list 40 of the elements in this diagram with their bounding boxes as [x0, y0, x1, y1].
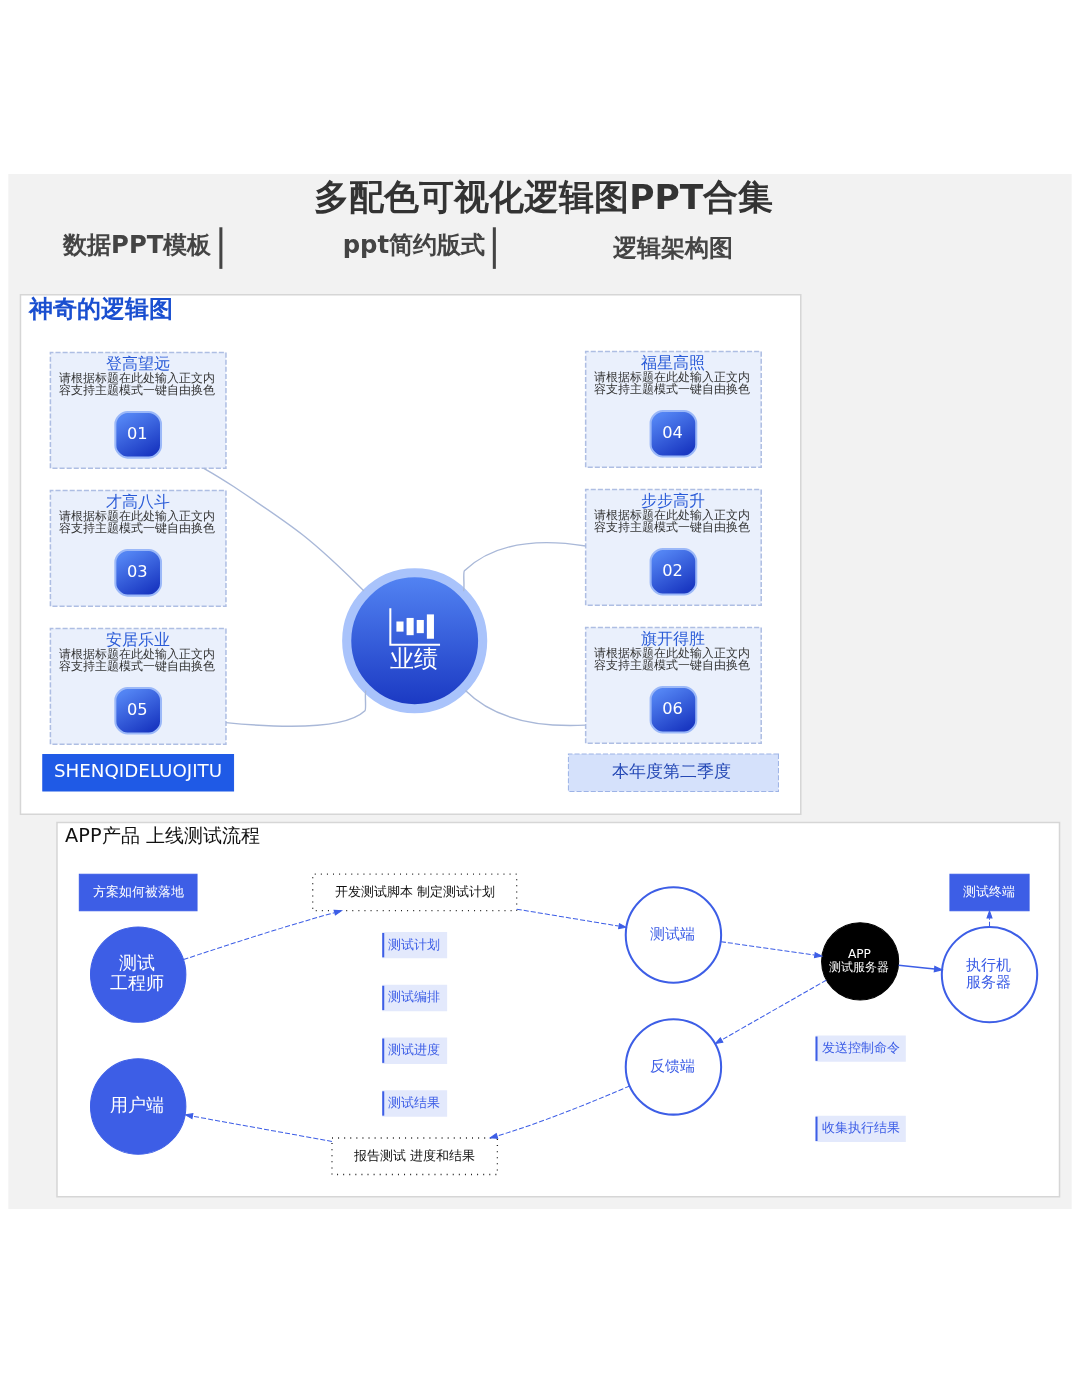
label: 逻辑架构图: [612, 232, 733, 262]
label: 测试计划: [388, 936, 441, 952]
arrow: [183, 1112, 333, 1142]
node-box: SHENQIDELUOJITU: [42, 753, 235, 791]
label: 发送控制命令: [821, 1039, 900, 1055]
node-box: 测试终端: [949, 873, 1030, 911]
label: 测试编排: [388, 988, 441, 1004]
node-box: 02: [649, 547, 698, 596]
label: 收集执行结果: [821, 1119, 900, 1135]
arrow: [488, 1084, 631, 1139]
label: ppt简约版式: [342, 229, 486, 259]
node-box: 05: [114, 686, 163, 735]
connector: [225, 689, 367, 727]
arrow: [897, 964, 944, 972]
node-circle: 业绩: [342, 567, 488, 713]
connector: [464, 689, 587, 726]
arrow: [516, 908, 628, 929]
node-box: 04: [649, 409, 698, 458]
node-box: 本年度第二季度: [567, 752, 779, 792]
node-box: 03: [114, 548, 163, 597]
arrow: [986, 908, 993, 927]
node-box: 开发测试脚本 制定测试计划: [312, 873, 518, 911]
node-box: 01: [114, 410, 163, 459]
node-circle: APP 测试服务器: [821, 921, 900, 1000]
label: 测试进度: [388, 1041, 441, 1057]
connector: [462, 541, 587, 592]
node-box: 06: [649, 685, 698, 734]
arrow: [714, 979, 827, 1044]
arrow: [720, 940, 824, 958]
label: 数据PPT模板: [63, 229, 212, 259]
node-box: 报告测试 进度和结果: [331, 1136, 499, 1175]
node-box: 方案如何被落地: [78, 873, 198, 911]
node-circle: 执行机服务器: [940, 925, 1039, 1023]
node-circle: 测试工程师: [90, 925, 187, 1023]
node-circle: 用户端: [90, 1057, 187, 1155]
label: 测试结果: [388, 1094, 441, 1110]
diagram-title: 多配色可视化逻辑图PPT合集: [314, 176, 774, 217]
node-circle: 测试端: [624, 885, 723, 984]
arrow: [183, 909, 344, 960]
connector: [203, 467, 365, 592]
